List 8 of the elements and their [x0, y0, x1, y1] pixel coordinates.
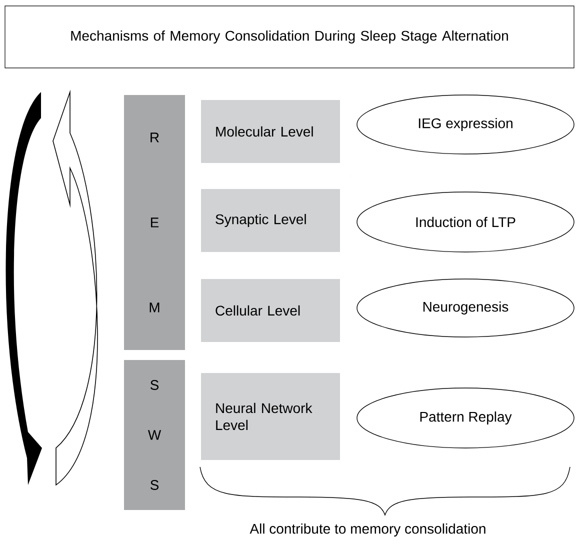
sleep-stage-bar: S W S: [124, 360, 185, 510]
sleep-stage-bar: R E M: [124, 95, 185, 350]
level-box: Cellular Level: [201, 278, 340, 342]
brace-label: All contribute to memory consolidation: [250, 523, 486, 536]
level-box: Neural Network Level: [201, 372, 340, 460]
title-box: Mechanisms of Memory Consolidation During Sleep Stage Alternation: [4, 6, 574, 68]
level-box: Synaptic Level: [201, 188, 340, 252]
level-box: Molecular Level: [201, 100, 340, 163]
